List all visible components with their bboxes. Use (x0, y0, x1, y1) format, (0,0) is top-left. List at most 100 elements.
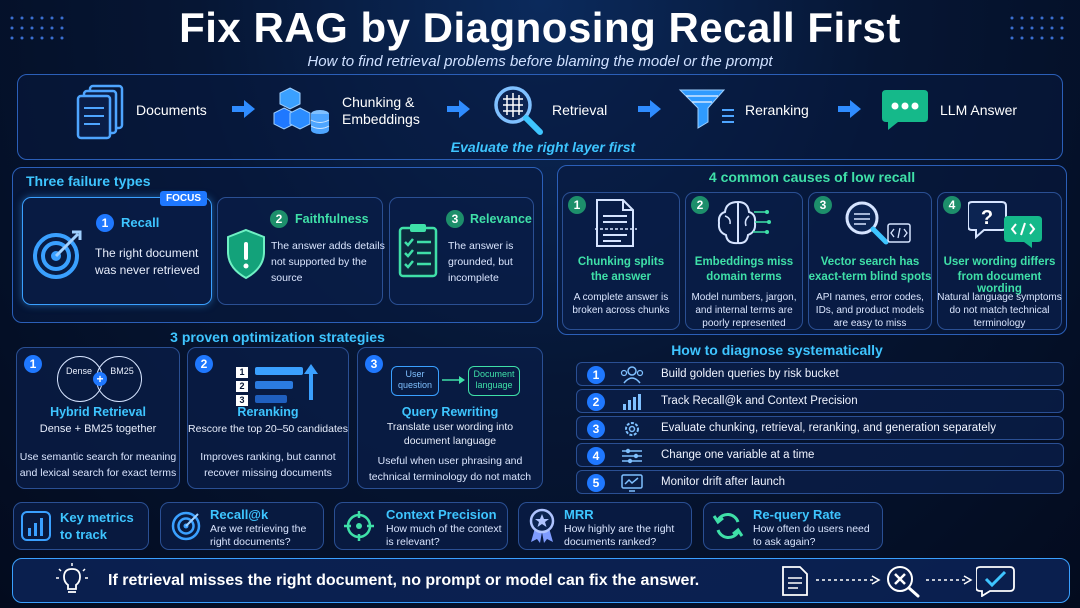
decorative-dots-right (1010, 16, 1064, 40)
gear-icon (625, 422, 639, 436)
cause-title-line: from document wording (957, 271, 1042, 295)
document-language-label: Document (473, 369, 515, 379)
rank-row: 2 (236, 376, 294, 394)
pipeline-step-chunking: Chunking & (342, 94, 415, 110)
diagnose-step-text: Track Recall@k and Context Precision (661, 395, 858, 407)
footer-message: If retrieval misses the right document, … (108, 572, 700, 589)
dashed-arrow-icon (816, 575, 881, 585)
arrow-right-icon (638, 100, 661, 118)
chat-bubble-icon (882, 90, 928, 130)
cause-desc-line: terminology (973, 318, 1026, 329)
pipeline-step-documents: Documents (136, 102, 207, 118)
metric-name: MRR (564, 507, 594, 522)
user-question-bubble (391, 366, 439, 396)
funnel-icon (678, 89, 734, 129)
arrow-right-icon (232, 100, 255, 118)
cause-number-2: 2 (691, 196, 709, 214)
failure-desc-line: The right document (95, 246, 199, 260)
cause-desc-line: and internal terms are (695, 305, 793, 316)
failure-types-title: Three failure types (26, 173, 151, 189)
growth-chart-icon (21, 511, 51, 541)
failure-number-1: 1 (96, 214, 114, 232)
target-icon (171, 511, 201, 541)
diagnose-step: 4 Change one variable at a time (576, 443, 1064, 467)
document-icon (782, 566, 808, 596)
pipeline-step-llm-answer: LLM Answer (940, 102, 1018, 118)
cause-title-line: exact-term blind spots (808, 271, 932, 283)
metric-name: Context Precision (386, 507, 497, 522)
rank-row: 3 (236, 390, 288, 408)
metric-desc-line: How often do users need (753, 523, 870, 535)
cause-number-1: 1 (568, 196, 586, 214)
cause-number-4: 4 (943, 196, 961, 214)
rank-number: 1 (236, 367, 248, 378)
search-code-icon (845, 201, 911, 245)
strategy-number-3: 3 (365, 355, 383, 373)
focus-badge: FOCUS (160, 191, 207, 206)
search-x-icon (887, 566, 920, 598)
diagnose-step-number: 5 (587, 474, 605, 492)
diagnose-step-number: 3 (587, 420, 605, 438)
bar-chart-icon (623, 394, 641, 410)
strategy-number-1: 1 (24, 355, 42, 373)
strategy-sub-line: Translate user wording into (386, 421, 514, 433)
strategy-name-query-rewriting: Query Rewriting (401, 405, 499, 419)
rank-number: 2 (236, 381, 248, 392)
failure-card-recall (22, 197, 212, 305)
metric-desc-line: How highly are the right (564, 523, 675, 535)
failure-name-recall: Recall (121, 215, 160, 230)
diagnose-step-number: 2 (587, 393, 605, 411)
strategy-desc-line: recover missing documents (204, 467, 332, 479)
dense-label: Dense (65, 366, 92, 376)
strategy-sub-line: document language (403, 435, 497, 447)
causes-title: 4 common causes of low recall (708, 169, 916, 185)
page-title: Fix RAG by Diagnosing Recall First (179, 4, 901, 51)
metric-name: Re-query Rate (753, 507, 842, 522)
user-question-label: User (405, 369, 425, 379)
pipeline-step-retrieval: Retrieval (552, 102, 608, 118)
strategy-sub-hybrid: Dense + BM25 together (39, 423, 157, 435)
strategy-desc-line: technical terminology do not match (368, 471, 532, 483)
failure-name-relevance: Relevance (470, 212, 532, 226)
cause-desc-line: do not match technical (949, 305, 1050, 316)
metric-desc-line: Are we retrieving the (210, 523, 307, 535)
diagnose-step-text: Change one variable at a time (661, 449, 815, 461)
brain-circuit-icon (717, 200, 771, 245)
failure-number-3: 3 (446, 210, 464, 228)
cause-title-line: domain terms (706, 271, 782, 283)
failure-desc-line: source (271, 272, 303, 284)
cause-number-3: 3 (814, 196, 832, 214)
failure-desc-line: was never retrieved (95, 263, 200, 277)
pipeline-step-embeddings: Embeddings (342, 111, 420, 127)
cause-card-embeddings (685, 192, 803, 330)
diagnose-step-text: Evaluate chunking, retrieval, reranking,… (661, 422, 996, 434)
strategy-name-reranking: Reranking (237, 405, 299, 419)
cause-desc-line: IDs, and product models (815, 305, 925, 316)
cause-title-line: Embeddings miss (694, 256, 794, 268)
arrow-right-icon (838, 100, 861, 118)
cause-title-line: User wording differs (943, 256, 1056, 268)
cause-desc-line: poorly represented (702, 318, 786, 329)
strategy-desc-line: Improves ranking, but cannot (200, 451, 336, 463)
plus-icon: + (93, 372, 107, 386)
arrow-right-icon (442, 376, 465, 384)
diagnose-step: 1 Build golden queries by risk bucket (576, 362, 1064, 386)
failure-desc-line: grounded, but (448, 256, 513, 268)
metric-desc-line: How much of the context (386, 523, 502, 535)
diagnose-step-number: 4 (587, 447, 605, 465)
strategy-card-query-rewriting (357, 347, 543, 489)
metric-desc-line: to ask again? (753, 536, 816, 548)
failure-name-faithfulness: Faithfulness (295, 212, 369, 226)
target-icon (33, 230, 82, 279)
cause-desc-line: broken across chunks (572, 305, 670, 316)
decorative-dots-left (10, 16, 64, 40)
magnifier-grid-icon (494, 86, 543, 135)
document-language-bubble (468, 366, 520, 396)
user-question-label: question (397, 380, 433, 390)
sliders-icon (622, 448, 642, 464)
diagnose-step: 2 Track Recall@k and Context Precision (576, 389, 1064, 413)
failure-desc-line: incomplete (448, 272, 499, 284)
metric-card-context-precision (334, 502, 508, 550)
diagnose-step: 3 Evaluate chunking, retrieval, rerankin… (576, 416, 1064, 440)
diagnose-step-text: Monitor drift after launch (661, 476, 786, 488)
